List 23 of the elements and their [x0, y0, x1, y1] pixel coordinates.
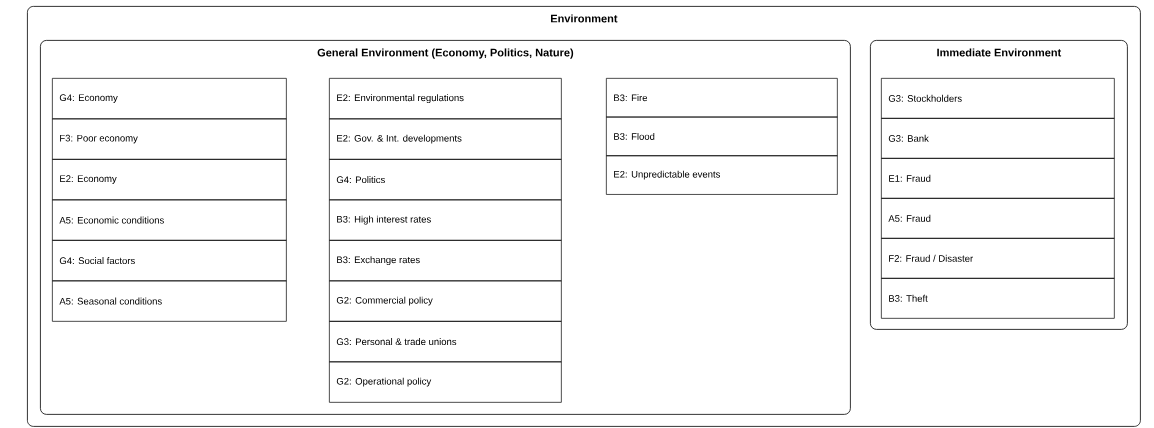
- item-box: G3: Bank: [881, 118, 1115, 159]
- item-box: B3: Fire: [606, 78, 838, 118]
- item-box: G3: Personal & trade unions: [329, 321, 562, 363]
- item-box: A5: Fraud: [881, 198, 1115, 239]
- item-box: G4: Economy: [52, 78, 287, 120]
- item-box: E1: Fraud: [881, 158, 1115, 199]
- item-box: F2: Fraud / Disaster: [881, 238, 1115, 279]
- item-box: G3: Stockholders: [881, 78, 1115, 119]
- item-box: E2: Gov. & Int. developments: [329, 118, 562, 160]
- item-box: G2: Operational policy: [329, 361, 562, 403]
- item-box: E2: Economy: [52, 159, 287, 201]
- item-box: B3: High interest rates: [329, 199, 562, 241]
- item-box: F3: Poor economy: [52, 118, 287, 160]
- item-box: E2: Environmental regulations: [329, 78, 562, 120]
- item-box: G4: Politics: [329, 159, 562, 201]
- item-box: B3: Exchange rates: [329, 240, 562, 282]
- item-box: B3: Theft: [881, 278, 1115, 319]
- item-box: G2: Commercial policy: [329, 280, 562, 322]
- item-box: G4: Social factors: [52, 240, 287, 282]
- item-box: A5: Economic conditions: [52, 199, 287, 241]
- item-box: A5: Seasonal conditions: [52, 280, 287, 322]
- item-box: B3: Flood: [606, 116, 838, 157]
- item-box: E2: Unpredictable events: [606, 155, 838, 195]
